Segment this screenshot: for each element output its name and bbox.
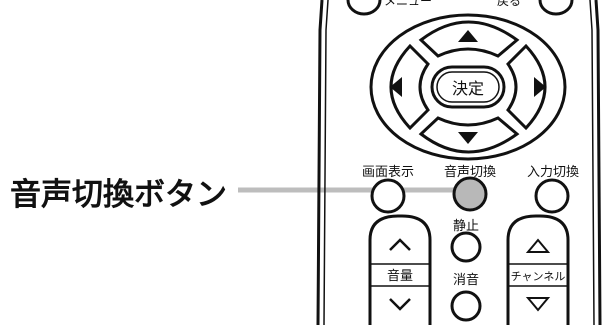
screen-display-label: 画面表示 (362, 165, 414, 180)
volume-down-button[interactable] (389, 298, 411, 311)
triangle-right-icon (534, 77, 546, 97)
channel-rocker: チャンネル (506, 214, 570, 325)
chevron-up-icon (389, 238, 411, 251)
dpad-down-button[interactable] (418, 116, 520, 154)
volume-label: 音量 (387, 268, 413, 284)
back-button-label: 戻る (497, 0, 521, 8)
volume-up-button[interactable] (389, 238, 411, 251)
triangle-left-icon (390, 77, 402, 97)
audio-switch-callout-label: 音声切換ボタン (10, 177, 227, 213)
channel-up-button[interactable] (525, 238, 551, 253)
menu-button[interactable] (346, 0, 382, 16)
audio-switch-button[interactable] (452, 176, 488, 212)
screen-display-button[interactable] (370, 178, 406, 214)
back-button[interactable] (538, 0, 574, 16)
audio-switch-label: 音声切換 (444, 164, 496, 180)
dpad-right-button[interactable] (506, 43, 547, 131)
silence-label: 消音 (453, 272, 479, 288)
volume-rocker: 音量 (368, 214, 432, 325)
menu-button-label: メニュー (384, 0, 432, 8)
triangle-outline-up-icon (525, 238, 551, 253)
dpad-up-button[interactable] (418, 20, 520, 58)
channel-label: チャンネル (511, 270, 566, 283)
freeze-label: 静止 (453, 219, 479, 234)
dpad-center-label: 決定 (452, 79, 484, 98)
silence-button[interactable] (450, 290, 482, 322)
dpad: 決定 (369, 13, 567, 161)
freeze-button[interactable] (450, 231, 482, 263)
remote-body-inner-line (323, 0, 595, 325)
remote-body (316, 0, 602, 325)
triangle-outline-down-icon (525, 297, 551, 312)
channel-down-button[interactable] (525, 297, 551, 312)
chevron-down-icon (389, 298, 411, 311)
triangle-down-icon (458, 132, 478, 144)
triangle-up-icon (458, 30, 478, 42)
dpad-center-button[interactable] (430, 65, 506, 109)
dpad-left-button[interactable] (389, 43, 430, 131)
input-switch-button[interactable] (534, 178, 570, 214)
input-switch-label: 入力切換 (527, 165, 579, 180)
